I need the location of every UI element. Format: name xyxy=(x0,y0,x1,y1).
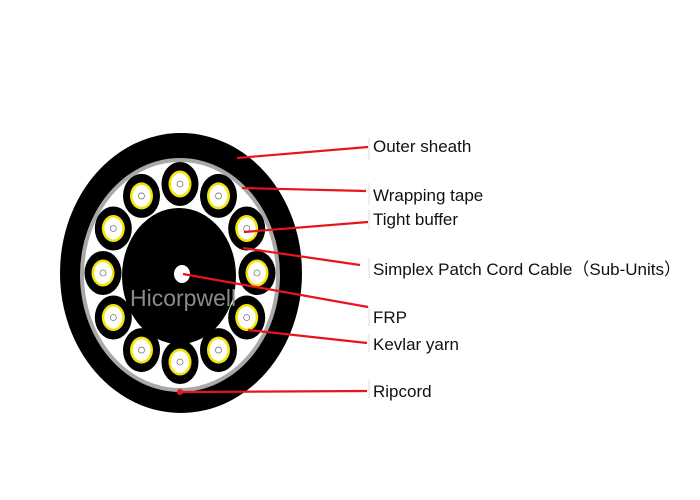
fiber-core xyxy=(176,180,184,188)
label-kevlar-yarn: Kevlar yarn xyxy=(373,335,459,354)
sub-unit xyxy=(94,295,132,340)
leader-frp xyxy=(182,272,369,309)
fiber-core xyxy=(215,346,222,354)
sub-unit xyxy=(238,251,276,295)
fiber-core xyxy=(99,269,107,277)
sub-unit xyxy=(94,206,132,251)
ripcord-dot xyxy=(177,389,183,395)
sub-unit xyxy=(161,162,199,206)
sub-unit xyxy=(161,340,199,384)
leader-kevlar xyxy=(247,328,368,345)
label-wrapping-tape: Wrapping tape xyxy=(373,186,483,205)
fiber-core xyxy=(109,225,117,232)
leader-outer-sheath xyxy=(236,145,369,160)
leader-simplex xyxy=(242,246,361,267)
sub-unit xyxy=(228,206,266,251)
label-outer-sheath: Outer sheath xyxy=(373,137,471,156)
sub-unit xyxy=(200,173,237,218)
leader-lines xyxy=(179,145,369,394)
fiber-core xyxy=(109,314,117,321)
leader-ripcord xyxy=(179,389,368,394)
sub-unit xyxy=(123,173,160,218)
fiber-core xyxy=(138,192,145,200)
frp-rod xyxy=(174,265,190,283)
sub-unit xyxy=(228,295,266,340)
fiber-core xyxy=(253,269,261,277)
label-simplex-patch-cord: Simplex Patch Cord Cable（Sub-Units） xyxy=(373,260,681,279)
leader-tight-buffer xyxy=(243,220,369,234)
fiber-core xyxy=(138,346,145,354)
fiber-core xyxy=(243,314,251,321)
label-ripcord: Ripcord xyxy=(373,382,432,401)
sub-unit xyxy=(84,251,122,295)
sub-unit xyxy=(123,328,160,373)
sub-units xyxy=(84,162,276,384)
fiber-core xyxy=(176,358,184,366)
label-tight-buffer: Tight buffer xyxy=(373,210,458,229)
label-frp: FRP xyxy=(373,308,407,327)
watermark: Hicorpwell xyxy=(130,285,236,311)
fiber-core xyxy=(215,192,222,200)
leader-wrapping-tape xyxy=(241,186,367,193)
sub-unit xyxy=(200,328,237,373)
